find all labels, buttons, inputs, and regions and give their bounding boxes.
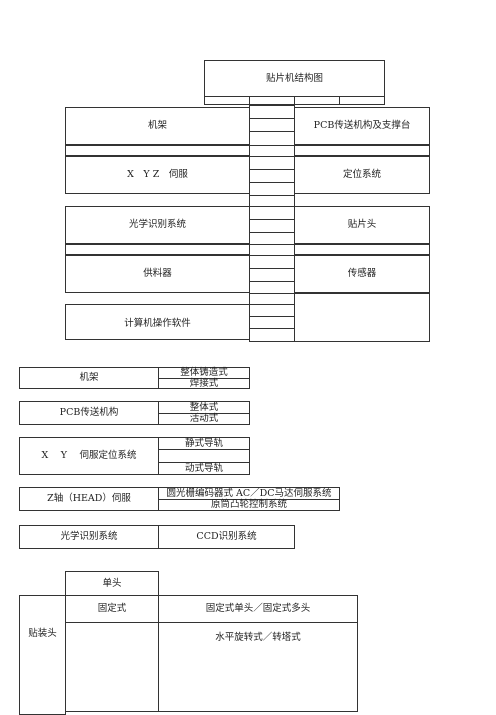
connector-cell bbox=[249, 118, 295, 132]
xy-name-cell bbox=[19, 437, 159, 475]
head-name: 贴装头 bbox=[28, 628, 57, 640]
pcb-type-cell bbox=[158, 413, 250, 425]
head-row-value: 水平旋转式／转塔式 bbox=[215, 632, 301, 644]
z-type: 圆光栅编码器式 AC／DC马达伺服系统 bbox=[166, 487, 332, 499]
optical-type-cell bbox=[158, 525, 295, 549]
left-box-software bbox=[65, 304, 250, 340]
z-type-cell bbox=[158, 499, 340, 511]
head-row-label: 固定式 bbox=[97, 603, 127, 615]
diagram-title-box bbox=[204, 60, 385, 97]
left-box-optical bbox=[65, 206, 250, 244]
head-row-value: 固定式单头／固定式多头 bbox=[205, 603, 311, 615]
z-name-cell bbox=[19, 487, 159, 511]
head-name-cell bbox=[19, 595, 66, 715]
title-foot-cell bbox=[249, 96, 295, 105]
head-value-cell bbox=[158, 622, 358, 712]
frame-type-cell bbox=[158, 378, 250, 389]
left-spacer-row bbox=[65, 145, 250, 156]
right-box-empty bbox=[294, 293, 430, 342]
connector-cell bbox=[249, 328, 295, 342]
connector-cell bbox=[249, 169, 295, 183]
right-spacer-row bbox=[294, 244, 430, 255]
xy-type: 静式导轨 bbox=[184, 437, 223, 449]
head-label-cell bbox=[65, 571, 159, 596]
left-box-xyz bbox=[65, 156, 250, 194]
right-box-positioning-label: 定位系统 bbox=[342, 169, 381, 181]
connector-cell bbox=[249, 268, 295, 282]
frame-type: 整体铸造式 bbox=[180, 367, 228, 379]
connector-cell bbox=[249, 105, 295, 119]
optical-name: 光学识别系统 bbox=[60, 531, 118, 543]
z-type: 原筒凸轮控制系统 bbox=[210, 499, 287, 511]
connector-cell bbox=[249, 219, 295, 233]
right-box-sensor bbox=[294, 255, 430, 293]
left-box-software-label: 计算机操作软件 bbox=[124, 318, 191, 330]
xy-type: 动式导轨 bbox=[184, 462, 223, 474]
right-spacer-row bbox=[294, 145, 430, 156]
right-box-sensor-label: 传感器 bbox=[347, 268, 377, 280]
connector-cell bbox=[249, 255, 295, 269]
left-box-optical-label: 光学识别系统 bbox=[128, 219, 186, 231]
title-foot-cell bbox=[294, 96, 340, 105]
pcb-name-cell bbox=[19, 401, 159, 425]
connector-cell bbox=[249, 206, 295, 220]
optical-type: CCD识别系统 bbox=[196, 531, 257, 543]
xy-type-cell bbox=[158, 462, 250, 475]
pcb-type: 整体式 bbox=[189, 401, 219, 413]
left-box-xyz-label: X Y Z 伺服 bbox=[127, 169, 188, 181]
frame-name: 机架 bbox=[79, 372, 99, 384]
left-box-frame bbox=[65, 107, 250, 145]
connector-cell bbox=[249, 182, 295, 196]
right-box-pcb-label: PCB传送机构及支撑台 bbox=[313, 120, 411, 132]
xy-type bbox=[158, 449, 250, 463]
head-label-cell bbox=[65, 622, 159, 712]
xy-name: X Y 伺服定位系统 bbox=[41, 450, 137, 462]
connector-cell bbox=[249, 156, 295, 170]
optical-name-cell bbox=[19, 525, 159, 549]
left-box-frame-label: 机架 bbox=[147, 120, 167, 132]
right-box-head bbox=[294, 206, 430, 244]
left-box-feeder-label: 供料器 bbox=[143, 268, 172, 280]
left-spacer-row bbox=[65, 244, 250, 255]
right-box-pcb bbox=[294, 107, 430, 145]
pcb-type: 活动式 bbox=[189, 413, 219, 425]
head-row-label: 单头 bbox=[102, 577, 122, 589]
right-box-head-label: 贴片头 bbox=[347, 219, 377, 231]
connector-cell bbox=[249, 131, 295, 146]
frame-type: 焊接式 bbox=[189, 377, 219, 389]
diagram-title: 贴片机结构图 bbox=[265, 72, 323, 84]
pcb-name: PCB传送机构 bbox=[59, 407, 119, 419]
z-name: Z轴（HEAD）伺服 bbox=[47, 493, 131, 505]
